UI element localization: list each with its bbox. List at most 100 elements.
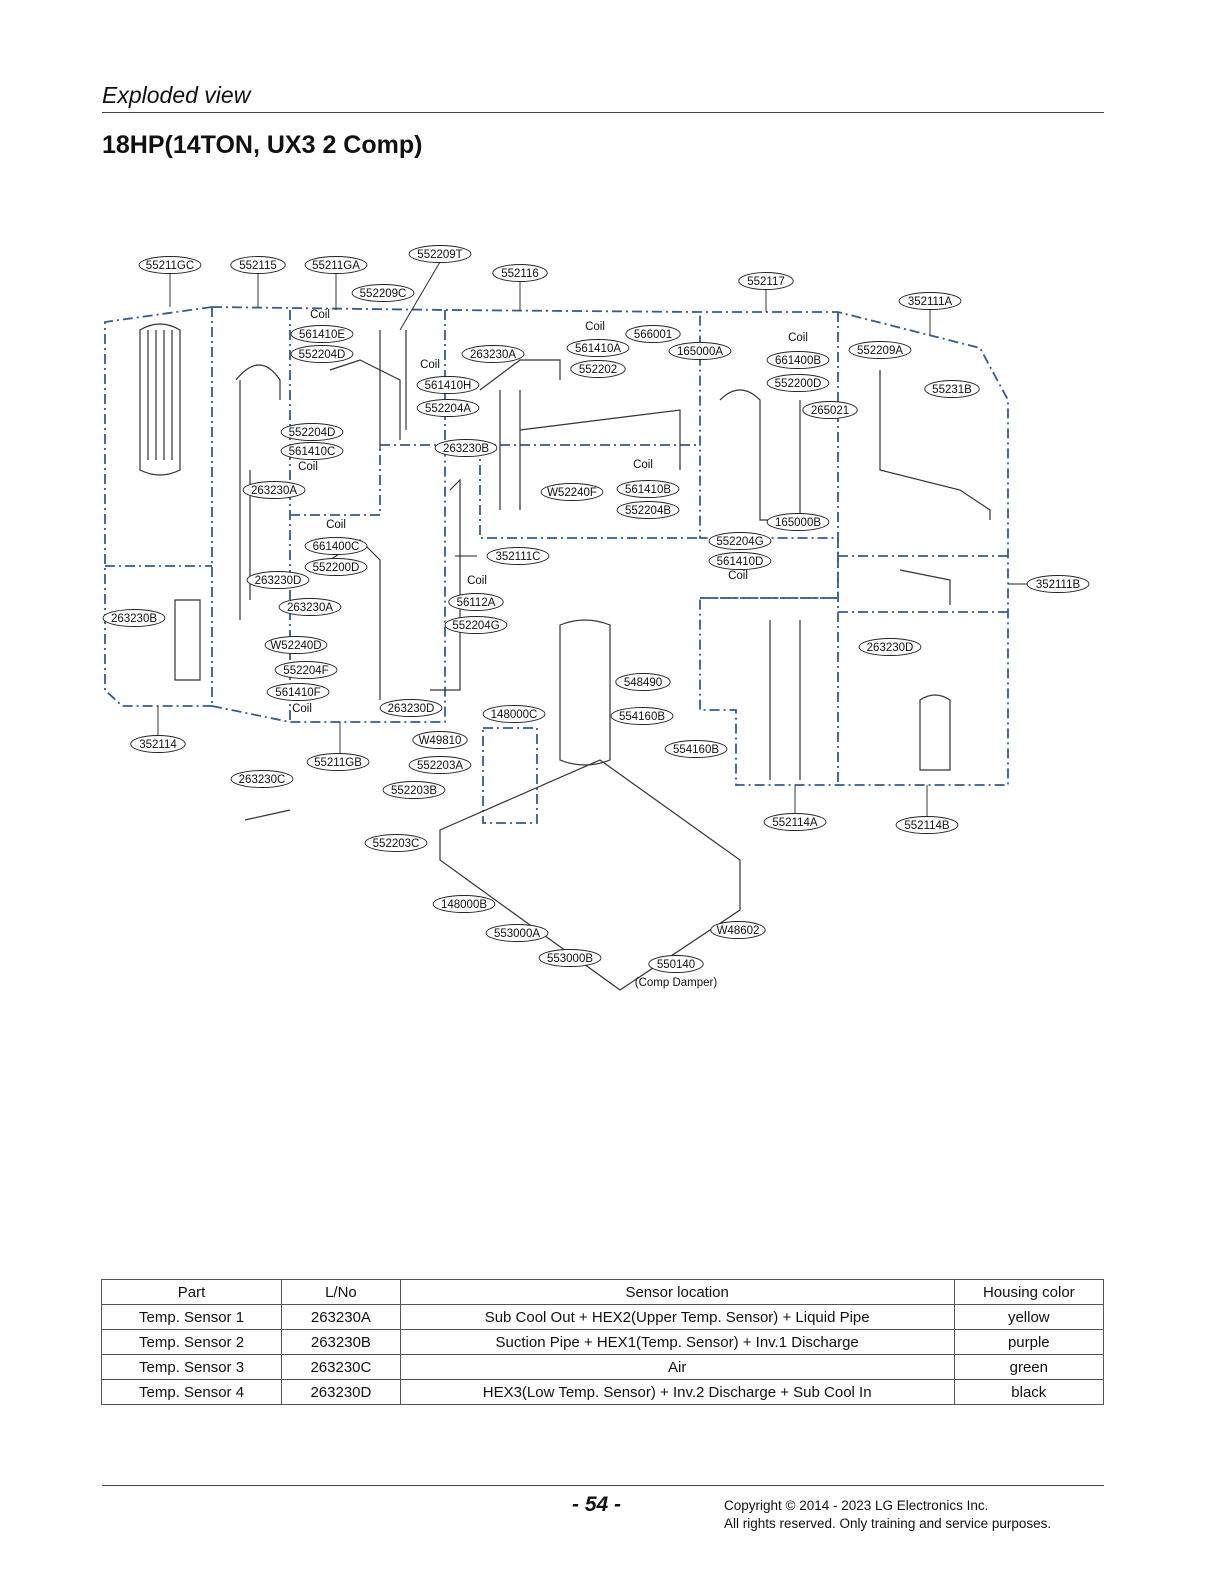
callout-label: 165000B: [775, 517, 821, 529]
callout-label: 661400C: [313, 541, 360, 553]
table-row: Temp. Sensor 1 263230A Sub Cool Out + HE…: [100, 1304, 1105, 1330]
callout-label: 263230A: [251, 485, 297, 497]
callout-bubble: [412, 731, 468, 749]
callout-label: 263230D: [867, 642, 914, 654]
callout-label: 548490: [624, 677, 662, 689]
callout-bubble: [648, 955, 704, 973]
callout-bubble: [566, 339, 630, 357]
callout-bubble: [710, 921, 766, 939]
callout-bubble: [290, 325, 354, 343]
coil-note: Coil: [292, 703, 312, 715]
callout-bubble: [408, 756, 472, 774]
callout-bubble: [708, 532, 772, 550]
callout-label: 661400B: [775, 355, 821, 367]
part-callout: 552202: [570, 360, 626, 378]
callout-label: 566001: [634, 329, 672, 341]
page-number: - 54 -: [572, 1493, 622, 1516]
callout-bubble: [538, 949, 602, 967]
callout-bubble: [280, 442, 344, 460]
component-linework: [139, 323, 991, 991]
part-callout: W48602: [710, 921, 766, 939]
callout-bubble: [230, 256, 286, 274]
callout-label: 552204D: [289, 427, 336, 439]
table-cell: yellow: [953, 1304, 1105, 1330]
part-callout: 561410A: [566, 339, 630, 357]
table-cell: green: [953, 1354, 1105, 1380]
header-cell: Part: [100, 1279, 283, 1305]
callout-label: 552203A: [417, 760, 463, 772]
callout-label: 552116: [501, 268, 539, 280]
table-cell: Temp. Sensor 2: [100, 1329, 283, 1355]
table-cell: black: [953, 1379, 1105, 1405]
callout-label: 55211GC: [146, 260, 194, 272]
callout-bubble: [278, 598, 342, 616]
table-cell: Sub Cool Out + HEX2(Upper Temp. Sensor) …: [399, 1304, 955, 1330]
part-callout: 561410D: [708, 552, 772, 570]
callout-label: 552209C: [360, 288, 407, 300]
part-callout: 552209A: [848, 341, 912, 359]
leader-lines: [157, 261, 1030, 817]
table-cell: 263230B: [281, 1329, 401, 1355]
table-row: Temp. Sensor 4 263230D HEX3(Low Temp. Se…: [100, 1379, 1105, 1405]
callout-bubble: [266, 683, 330, 701]
callout-bubble: [280, 423, 344, 441]
callout-bubble: [898, 292, 962, 310]
header-cell: L/No: [281, 1279, 401, 1305]
part-callout: W52240D: [264, 636, 328, 654]
coil-note: Coil: [633, 459, 653, 471]
callout-label: 561410H: [425, 380, 472, 392]
callout-bubble: [304, 256, 368, 274]
table-cell: Air: [399, 1354, 955, 1380]
table-cell: purple: [953, 1329, 1105, 1355]
sensor-table-header: Part L/No Sensor location Housing color: [100, 1279, 1105, 1305]
callout-bubble: [102, 609, 166, 627]
part-callout: 561410F: [266, 683, 330, 701]
part-callout: 552114A: [763, 813, 827, 831]
coil-note: Coil: [467, 575, 487, 587]
part-callout: 552204A: [416, 399, 480, 417]
callout-label: 550140: [657, 959, 695, 971]
table-cell: 263230D: [281, 1379, 401, 1405]
header-cell: Housing color: [953, 1279, 1105, 1305]
callout-bubble: [416, 399, 480, 417]
callout-label: 148000C: [491, 709, 538, 721]
callout-bubble: [274, 661, 338, 679]
callout-bubble: [766, 513, 830, 531]
part-callout: 165000A: [668, 342, 732, 360]
callout-label: 263230B: [443, 443, 489, 455]
callout-label: 561410D: [717, 556, 764, 568]
callout-bubble: [304, 558, 368, 576]
callout-label: 553000B: [547, 953, 593, 965]
callout-bubble: [290, 345, 354, 363]
part-callout: 263230D: [246, 571, 310, 589]
part-callout: 566001: [625, 325, 681, 343]
callout-label: 263230A: [287, 602, 333, 614]
part-callout: 552116: [492, 264, 548, 282]
callout-label: 56112A: [457, 597, 496, 609]
callout-label: 552114A: [772, 817, 818, 829]
callout-bubble: [246, 571, 310, 589]
part-callout: 552204G: [708, 532, 772, 550]
callout-label: 552200D: [775, 378, 822, 390]
callout-bubble: [486, 547, 550, 565]
part-callout: 552204F: [274, 661, 338, 679]
callout-bubble: [482, 705, 546, 723]
part-callout: 263230A: [461, 345, 525, 363]
callout-bubble: [351, 284, 415, 302]
callout-bubble: [306, 753, 370, 771]
callout-label: 552115: [239, 260, 277, 272]
part-callout: 352111C: [486, 547, 550, 565]
part-callout: 552209T: [408, 245, 472, 263]
part-callout: W49810: [412, 731, 468, 749]
coil-note: Coil: [585, 321, 605, 333]
callout-label: 552202: [579, 364, 617, 376]
part-callout: 55211GC: [138, 256, 202, 274]
part-callout: 352114: [130, 735, 186, 753]
part-callout: 552209C: [351, 284, 415, 302]
callout-label: 352114: [139, 739, 177, 751]
callout-label: 352111C: [496, 551, 541, 563]
part-callout: 552204B: [616, 501, 680, 519]
